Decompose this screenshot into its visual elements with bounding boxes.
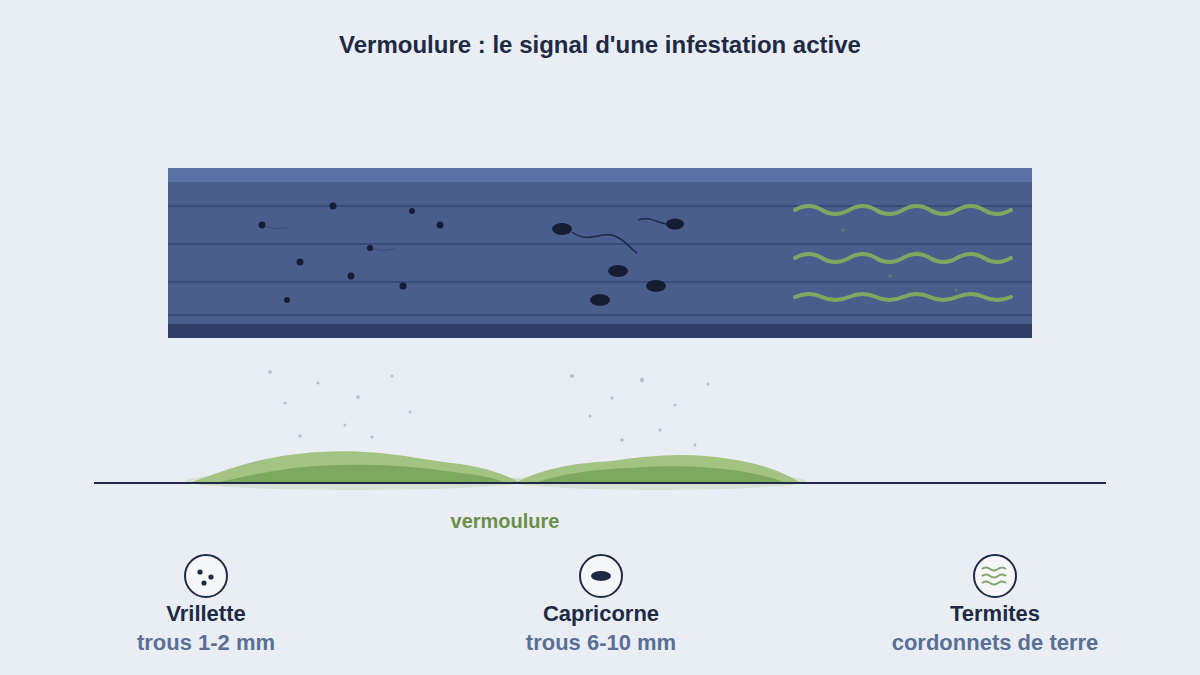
icon-ring bbox=[580, 555, 622, 597]
hole bbox=[437, 222, 444, 229]
hole-size: trous 1-2 mm bbox=[137, 631, 275, 655]
larva-galleries bbox=[572, 219, 666, 253]
small-holes bbox=[259, 203, 444, 304]
dust bbox=[640, 378, 644, 382]
dust bbox=[611, 397, 614, 400]
hole bbox=[348, 273, 355, 280]
hole bbox=[297, 259, 304, 266]
icon-dot bbox=[197, 569, 202, 574]
vrillette-icon bbox=[185, 555, 227, 597]
tunnel bbox=[373, 249, 395, 251]
grain-line bbox=[168, 281, 1032, 283]
icon-wave bbox=[982, 568, 1006, 571]
dust bbox=[268, 370, 272, 374]
grain-line bbox=[168, 243, 1032, 245]
dust bbox=[620, 438, 624, 442]
icon-wave bbox=[982, 575, 1006, 578]
dust bbox=[570, 374, 574, 378]
dust bbox=[391, 375, 394, 378]
speck bbox=[842, 229, 845, 232]
dust bbox=[707, 383, 710, 386]
insect-name: Vrillette bbox=[166, 602, 245, 626]
grain-line bbox=[168, 205, 1032, 207]
frass-pile-core bbox=[535, 466, 785, 483]
icon-wave bbox=[982, 582, 1006, 585]
speck bbox=[955, 289, 958, 292]
hole bbox=[646, 280, 666, 292]
hole bbox=[552, 223, 572, 235]
speck bbox=[889, 275, 892, 278]
pile-label: vermoulure bbox=[451, 510, 560, 532]
mud-tube bbox=[795, 254, 1011, 262]
gallery bbox=[572, 232, 637, 253]
icon-dot bbox=[208, 574, 213, 579]
wood-grain bbox=[168, 206, 1032, 315]
diagram-title: Vermoulure : le signal d'une infestation… bbox=[339, 32, 861, 58]
hole bbox=[608, 265, 628, 277]
frass-piles bbox=[185, 451, 806, 490]
insect-name: Capricorne bbox=[543, 602, 659, 626]
falling-dust bbox=[268, 370, 709, 446]
dust bbox=[284, 402, 287, 405]
hole bbox=[330, 203, 337, 210]
beam-bottom bbox=[168, 324, 1032, 338]
dust bbox=[356, 395, 360, 399]
soil-specks bbox=[842, 229, 958, 292]
hole bbox=[400, 283, 407, 290]
icon-dot bbox=[201, 580, 206, 585]
beam-top bbox=[168, 168, 1032, 182]
icon-hole bbox=[591, 571, 611, 581]
hole bbox=[259, 222, 266, 229]
frass-pile bbox=[190, 451, 520, 483]
frass-pile bbox=[515, 455, 800, 483]
small-tunnels bbox=[265, 226, 395, 251]
icon-ring bbox=[185, 555, 227, 597]
beam-body bbox=[168, 168, 1032, 338]
dust bbox=[371, 436, 374, 439]
hole bbox=[409, 208, 415, 214]
dust bbox=[344, 424, 347, 427]
hole bbox=[367, 245, 373, 251]
hole-size: trous 6-10 mm bbox=[526, 631, 676, 655]
dust bbox=[409, 411, 412, 414]
hole bbox=[590, 294, 610, 306]
dust bbox=[674, 404, 677, 407]
grain-line bbox=[168, 314, 1032, 316]
dust bbox=[694, 444, 697, 447]
dust bbox=[659, 429, 662, 432]
trace-type: cordonnets de terre bbox=[892, 631, 1099, 655]
hole bbox=[666, 219, 684, 230]
frass-pile-core bbox=[215, 465, 505, 483]
wood-beam bbox=[168, 168, 1032, 338]
insect-name: Termites bbox=[950, 602, 1040, 626]
capricorne-icon bbox=[580, 555, 622, 597]
mud-tubes bbox=[795, 206, 1011, 300]
icon-ring bbox=[974, 555, 1016, 597]
mud-tube bbox=[795, 294, 1011, 300]
gallery bbox=[638, 219, 666, 224]
termites-icon bbox=[974, 555, 1016, 597]
ground-line bbox=[94, 482, 1106, 484]
dust bbox=[298, 434, 302, 438]
speck bbox=[917, 251, 920, 254]
icon-waves bbox=[982, 568, 1006, 585]
dust bbox=[589, 415, 592, 418]
dust bbox=[317, 382, 320, 385]
mud-tube bbox=[795, 206, 1011, 214]
hole bbox=[284, 297, 290, 303]
large-holes bbox=[552, 219, 684, 307]
tunnel bbox=[265, 226, 287, 229]
